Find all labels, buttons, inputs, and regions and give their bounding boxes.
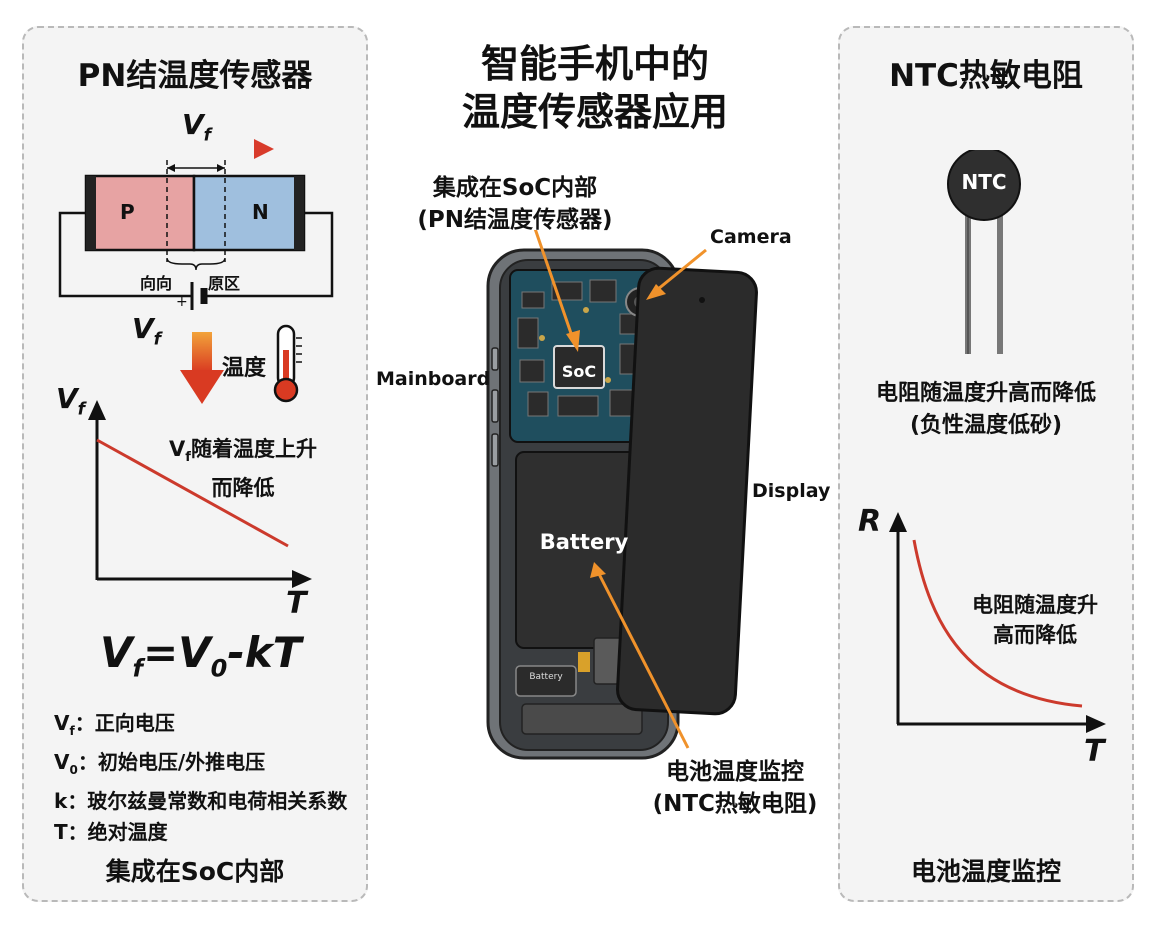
soc-label: SoC xyxy=(561,362,597,381)
region-label-left: 向向 xyxy=(140,274,173,293)
definition-row: Vf：正向电压 xyxy=(54,711,175,738)
ntc-thermistor-icon xyxy=(947,150,1021,354)
vf-arrow-label: Vf xyxy=(182,108,212,146)
pn-junction-diagram xyxy=(58,139,334,404)
definition-row: k：玻尔兹曼常数和电荷相关系数 xyxy=(54,789,348,813)
ntc-description: 电阻随温度升高而降低(负性温度低砂) xyxy=(875,381,1096,438)
side-button xyxy=(491,433,499,467)
ntc-panel-heading: NTC热敏电阻 xyxy=(889,58,1083,94)
battery-plus-sign: + xyxy=(176,294,188,310)
r-graph-y-label: R xyxy=(858,504,882,539)
definition-row: V0：初始电压/外推电压 xyxy=(54,750,266,777)
forward-arrow-head xyxy=(254,139,274,159)
battery-callout: 电池温度监控(NTC热敏电阻) xyxy=(652,759,818,817)
pn-panel-footer: 集成在SoC内部 xyxy=(105,857,285,886)
circuit-wire-left xyxy=(58,211,192,298)
vf-graph-x-label: T xyxy=(286,586,307,621)
pn-sensor-panel xyxy=(22,26,368,902)
camera-label: Camera xyxy=(710,226,792,248)
battery-label: Battery xyxy=(539,530,629,554)
camera-callout-arrow xyxy=(651,248,707,296)
definition-row: T：绝对温度 xyxy=(54,820,168,844)
small-battery-label: Battery xyxy=(529,672,563,682)
p-region-label: P xyxy=(120,200,135,224)
battery-vf-label: Vf xyxy=(132,312,162,350)
ntc-resistance-curve xyxy=(912,539,1083,708)
ntc-label: NTC xyxy=(961,170,1007,194)
circuit-wire-right xyxy=(206,211,334,298)
display-panel xyxy=(616,266,758,716)
front-camera xyxy=(699,297,705,303)
side-button xyxy=(491,347,499,371)
vf-decreasing-line xyxy=(96,438,289,548)
soc-callout-arrow xyxy=(533,230,576,343)
region-label-right: 原区 xyxy=(208,274,241,293)
r-graph-x-label: T xyxy=(1084,734,1105,769)
p-region xyxy=(84,174,196,252)
resistance-vs-temperature-graph xyxy=(889,512,1106,733)
formula-definitions: Vf：正向电压 V0：初始电压/外推电压 k：玻尔兹曼常数和电荷相关系数 T：绝… xyxy=(54,708,347,848)
depletion-brace xyxy=(166,257,226,271)
pn-panel-heading: PN结温度传感器 xyxy=(77,58,313,94)
r-graph-note: 电阻随温度升高而降低 xyxy=(972,593,1098,647)
mainboard-label: Mainboard xyxy=(376,368,491,390)
pn-formula: Vf=V0-kT xyxy=(100,628,302,683)
display-label: Display xyxy=(752,480,831,502)
page-title: 智能手机中的温度传感器应用 xyxy=(461,42,728,134)
vf-vs-temperature-graph xyxy=(88,400,312,588)
battery-callout-arrow xyxy=(596,571,690,749)
soc-chip xyxy=(553,345,605,389)
vf-graph-note: Vf随着温度上升而降低 xyxy=(169,437,317,501)
ntc-panel-footer: 电池温度监控 xyxy=(910,857,1061,886)
n-region-label: N xyxy=(252,200,269,224)
temperature-down-arrow xyxy=(180,370,224,404)
n-region xyxy=(192,174,306,252)
small-battery-module xyxy=(515,665,577,697)
smartphone-illustration xyxy=(486,230,758,760)
temperature-label: 温度 xyxy=(222,356,267,381)
vf-graph-y-label: Vf xyxy=(56,382,86,420)
soc-callout: 集成在SoC内部(PN结温度传感器) xyxy=(417,175,613,233)
side-button xyxy=(491,389,499,423)
